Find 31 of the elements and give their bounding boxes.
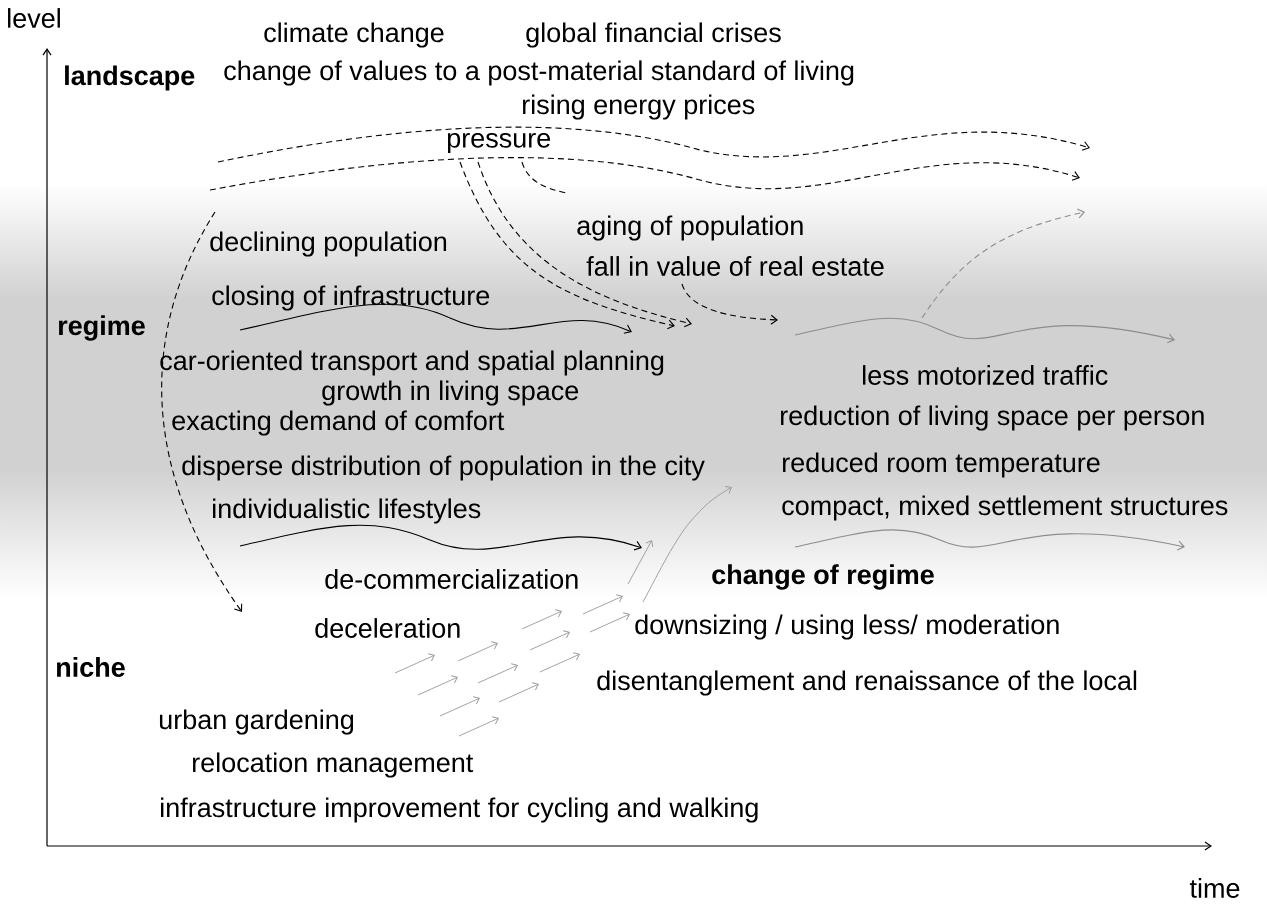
factor-label: reduction of living space per person — [781, 405, 1204, 431]
factor-label: urban gardening — [159, 709, 354, 735]
factor-label: closing of infrastructure — [212, 285, 490, 311]
factor-label: disperse distribution of population in the city — [182, 455, 705, 481]
factor-label: global financial crises — [526, 22, 781, 48]
axis-label: level — [8, 8, 60, 28]
factor-label: compact, mixed settlement structures — [782, 495, 1228, 521]
factor-label: infrastructure improvement for cycling and walking — [161, 797, 758, 823]
factor-label: car-oriented transport and spatial planning — [160, 350, 664, 376]
factor-label: downsizing / using less/ moderation — [635, 614, 1059, 640]
factor-label: relocation management — [193, 752, 474, 778]
factor-label: growth in living space — [322, 380, 579, 406]
level-label: landscape — [65, 65, 195, 91]
factor-label: exacting demand of comfort — [172, 410, 505, 436]
factor-label: individualistic lifestyles — [213, 498, 481, 524]
factor-label: disentanglement and renaissance of the local — [597, 670, 1137, 696]
factor-label: deceleration — [315, 618, 460, 638]
factor-label: climate change — [264, 22, 444, 48]
factor-label: reduced room temperature — [783, 452, 1100, 478]
factor-label: de-commercialization — [325, 569, 578, 589]
factor-label: declining population — [210, 231, 447, 257]
level-label: change of regime — [712, 564, 934, 590]
factor-label: change of values to a post-material standard of living — [224, 60, 854, 86]
factor-label: less motorized traffic — [863, 365, 1108, 385]
axis-label: time — [1189, 878, 1240, 898]
pressure-label: pressure — [447, 132, 551, 154]
level-label: regime — [59, 315, 145, 341]
factor-label: aging of population — [577, 215, 803, 241]
factor-label: fall in value of real estate — [586, 256, 884, 276]
level-label: niche — [57, 657, 125, 677]
factor-label: rising energy prices — [523, 94, 755, 120]
